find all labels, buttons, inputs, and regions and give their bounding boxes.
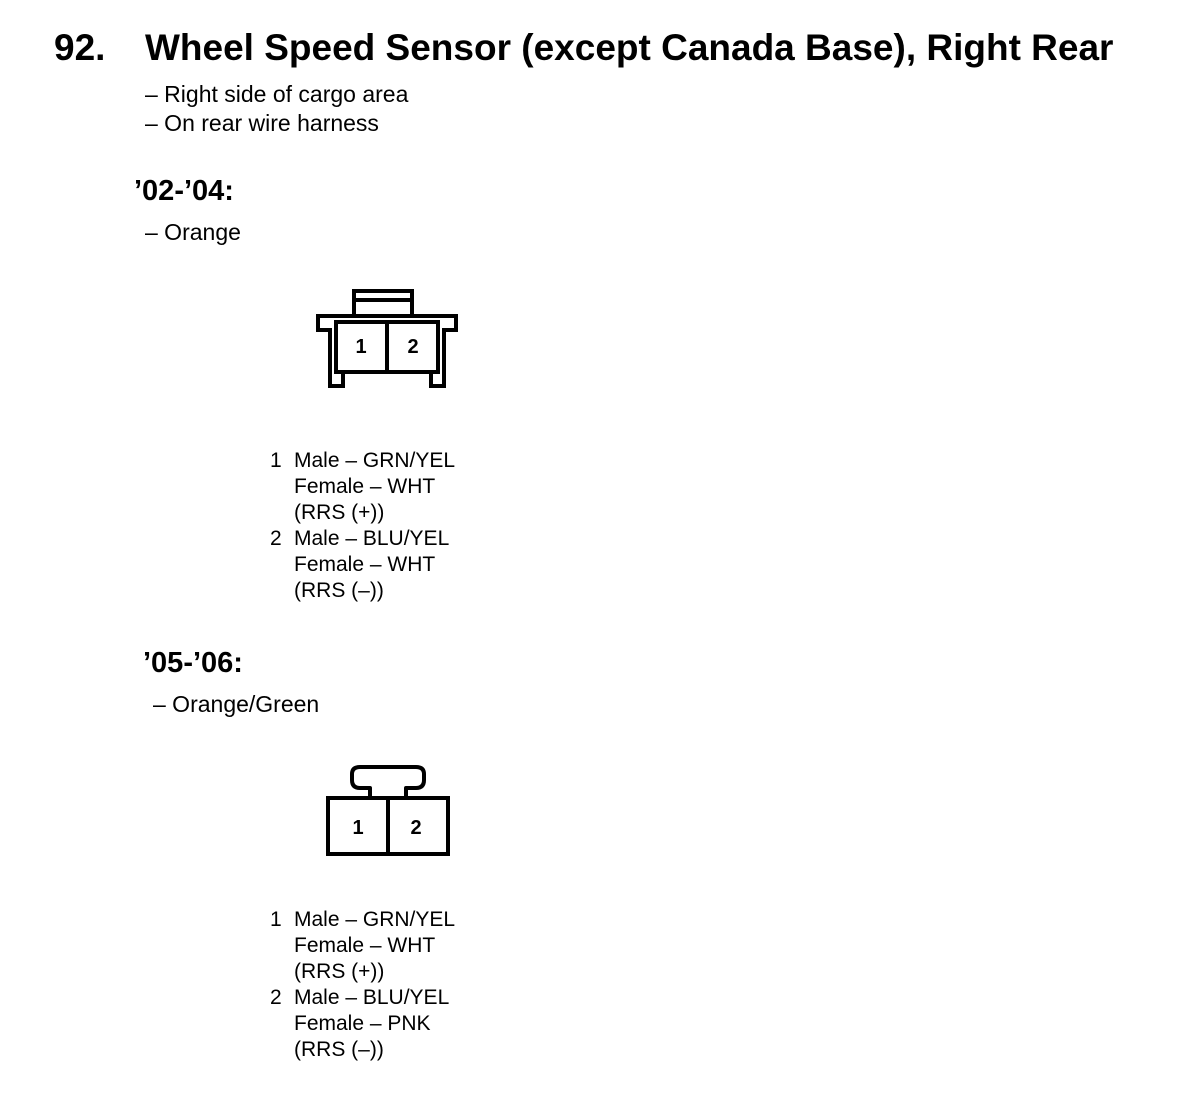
pin-male-wire: Male – BLU/YEL xyxy=(294,527,450,550)
location-line-1: – Right side of cargo area xyxy=(145,81,409,107)
pin-signal: (RRS (+)) xyxy=(294,960,385,983)
pin-label-1: 1 xyxy=(355,336,366,358)
pin-number: 1 xyxy=(270,449,282,472)
pin-label-2: 2 xyxy=(407,336,418,358)
connector-color-02-04: – Orange xyxy=(145,219,241,245)
pin-label-1: 1 xyxy=(352,817,363,839)
pin-signal: (RRS (–)) xyxy=(294,579,384,602)
pin-number: 2 xyxy=(270,986,282,1009)
pin-male-wire: Male – BLU/YEL xyxy=(294,986,450,1009)
pin-signal: (RRS (–)) xyxy=(294,1038,384,1061)
pin-male-wire: Male – GRN/YEL xyxy=(294,449,456,472)
year-heading-02-04: ’02-’04: xyxy=(134,175,234,207)
pin-list-02-04: 1 Male – GRN/YEL Female – WHT (RRS (+)) … xyxy=(270,448,455,604)
pin-entry: 1 Male – GRN/YEL Female – WHT (RRS (+)) xyxy=(270,448,455,526)
connector-color-05-06: – Orange/Green xyxy=(153,691,320,717)
pin-entry: 2 Male – BLU/YEL Female – WHT (RRS (–)) xyxy=(270,526,455,604)
connector-latch xyxy=(350,765,426,798)
pin-number: 1 xyxy=(270,908,282,931)
pin-list-05-06: 1 Male – GRN/YEL Female – WHT (RRS (+)) … xyxy=(270,907,455,1063)
page-title: Wheel Speed Sensor (except Canada Base),… xyxy=(145,27,1114,68)
connector-latch xyxy=(352,289,414,318)
connector-diagram-02-04: 1 2 xyxy=(316,289,458,388)
pin-entry: 1 Male – GRN/YEL Female – WHT (RRS (+)) xyxy=(270,907,455,985)
pin-female-wire: Female – PNK xyxy=(294,1012,431,1035)
pin-signal: (RRS (+)) xyxy=(294,501,385,524)
pin-number: 2 xyxy=(270,527,282,550)
year-heading-05-06: ’05-’06: xyxy=(143,647,243,679)
pin-cavity-2 xyxy=(385,320,440,374)
pin-female-wire: Female – WHT xyxy=(294,934,436,957)
pin-male-wire: Male – GRN/YEL xyxy=(294,908,456,931)
connector-diagram-05-06: 1 2 xyxy=(326,765,450,856)
pin-label-2: 2 xyxy=(410,817,421,839)
location-line-2: – On rear wire harness xyxy=(145,110,379,136)
pin-female-wire: Female – WHT xyxy=(294,553,436,576)
pin-entry: 2 Male – BLU/YEL Female – PNK (RRS (–)) xyxy=(270,985,455,1063)
item-number: 92. xyxy=(54,27,106,68)
pin-female-wire: Female – WHT xyxy=(294,475,436,498)
